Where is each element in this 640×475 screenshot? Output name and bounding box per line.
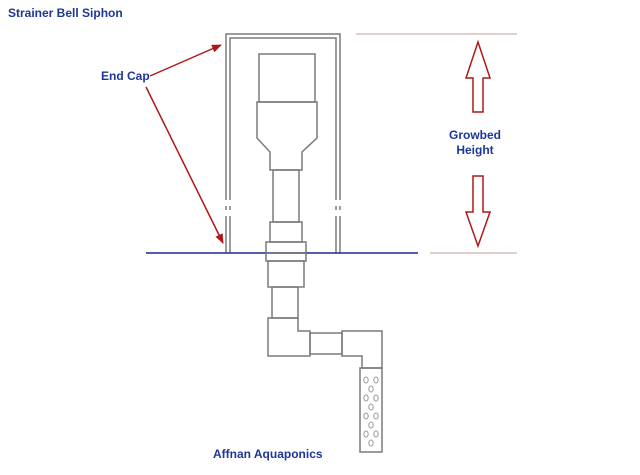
footer-credit: Affnan Aquaponics [213,447,323,461]
end-cap-pointer-top [149,44,222,77]
growbed-height-line2: Height [456,143,494,157]
bell-cover [225,33,341,253]
diagram-title: Strainer Bell Siphon [8,6,123,20]
drain-pipe [265,252,383,453]
up-arrow-icon [464,39,492,113]
growbed-height-label: Growbed Height [440,128,510,158]
perforations [363,376,379,447]
end-cap-pointer-bottom [145,86,224,244]
end-cap-label: End Cap [101,69,150,83]
down-arrow-icon [464,175,492,249]
growbed-height-line1: Growbed [448,128,501,142]
standpipe [256,53,318,254]
